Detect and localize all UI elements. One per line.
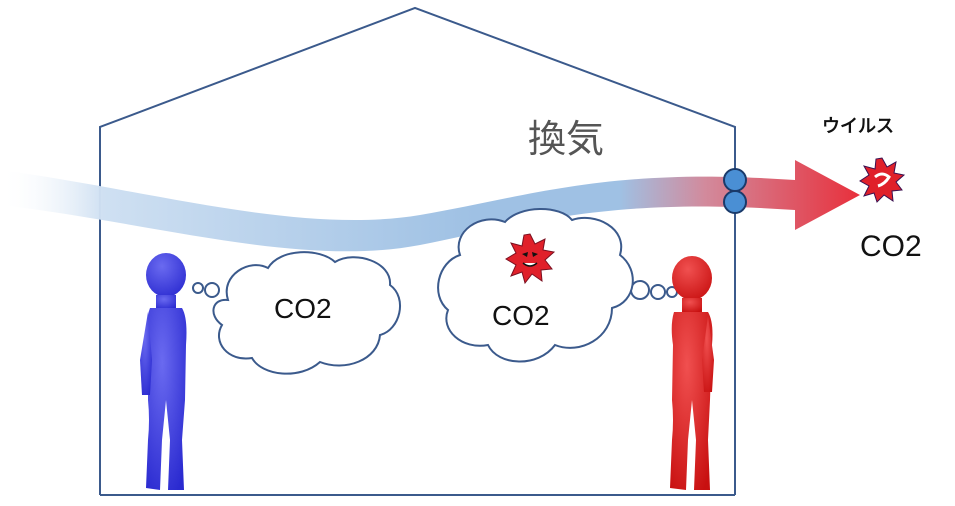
co2-label-left-bubble: CO2 xyxy=(274,293,332,324)
thought-bubble-left xyxy=(192,251,401,375)
infected-person xyxy=(670,256,714,490)
virus-icon xyxy=(505,233,556,285)
fan-icon xyxy=(723,168,747,214)
healthy-person xyxy=(140,253,187,490)
virus-label: ウイルス xyxy=(822,116,894,137)
co2-label-outside: CO2 xyxy=(860,230,922,263)
virus-outside-icon xyxy=(859,157,906,203)
ventilation-label: 換気 xyxy=(528,117,605,161)
co2-label-right-bubble: CO2 xyxy=(492,300,550,331)
house-outline xyxy=(99,6,736,496)
airflow-stream xyxy=(0,160,860,252)
thought-bubble-right xyxy=(437,208,678,363)
